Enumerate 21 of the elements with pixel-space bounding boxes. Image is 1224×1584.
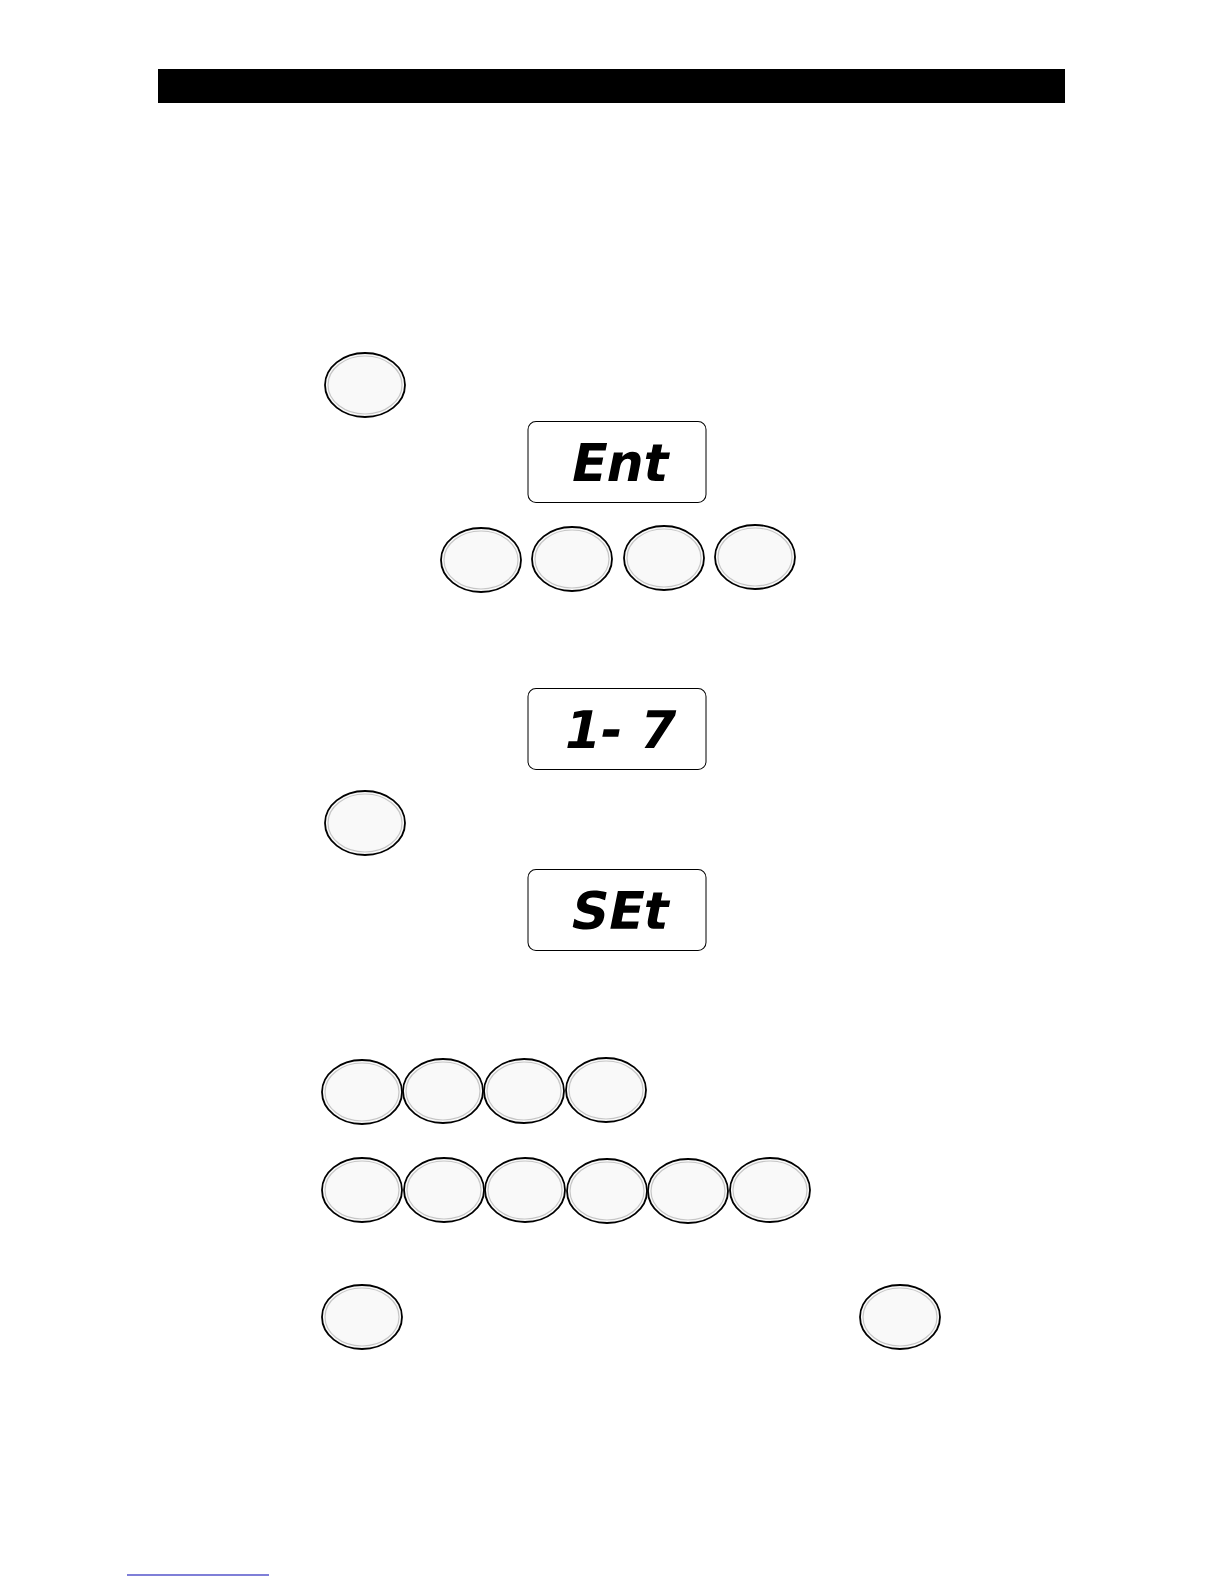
button [647,1158,729,1224]
button [324,790,406,856]
button [321,1059,403,1125]
button [402,1058,484,1124]
button [324,352,406,418]
button [859,1284,941,1350]
button [483,1058,565,1124]
lcd-display: SEt [527,869,707,951]
button [623,525,705,591]
button [565,1057,647,1123]
button [566,1158,648,1224]
button [321,1157,403,1223]
button [321,1284,403,1350]
button [484,1157,566,1223]
button [531,526,613,592]
lcd-display: Ent [527,421,707,503]
button [729,1157,811,1223]
button [403,1157,485,1223]
lcd-display: 1- 7 [527,688,707,770]
button [440,527,522,593]
button [714,524,796,590]
